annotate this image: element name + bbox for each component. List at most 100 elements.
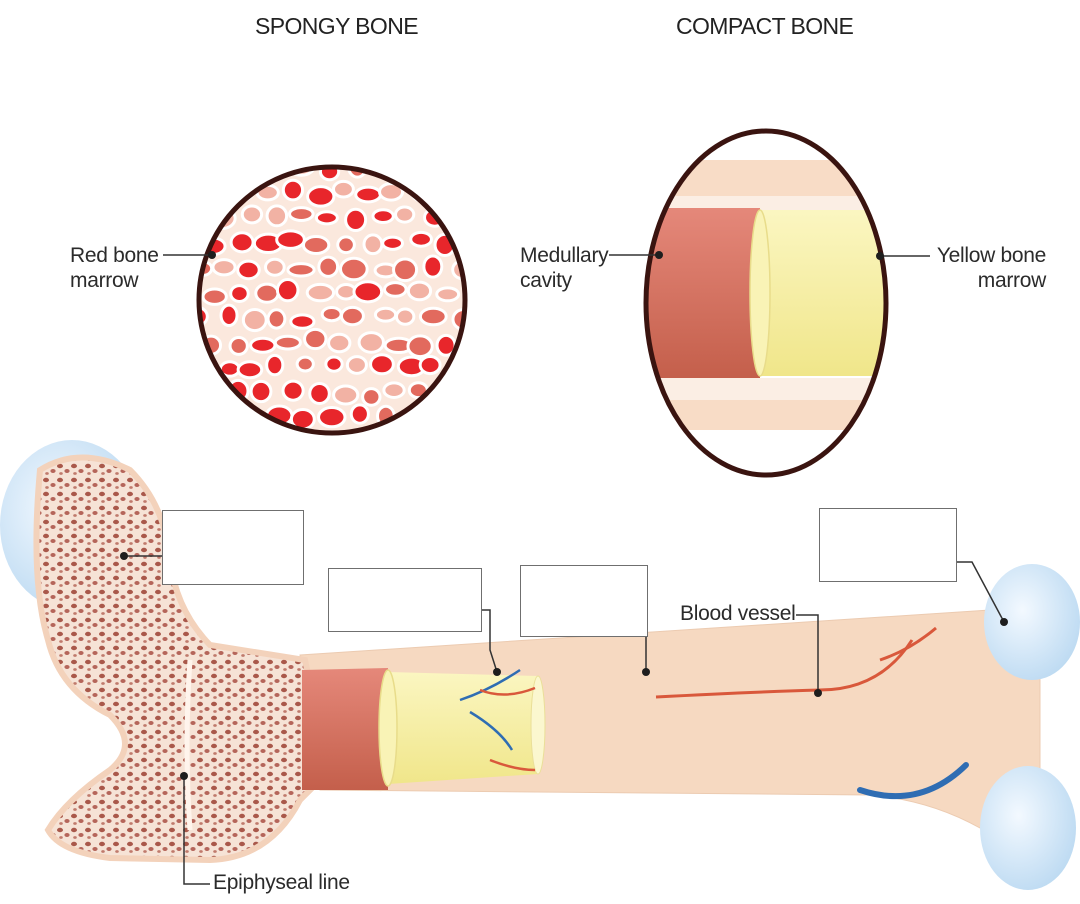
marrow-pocket <box>275 336 300 349</box>
marrow-pocket <box>256 284 278 302</box>
marrow-pocket <box>375 308 395 321</box>
marrow-pocket <box>334 386 358 404</box>
red-bone-marrow-label: Red bone marrow <box>70 243 159 293</box>
marrow-pocket <box>319 257 338 276</box>
marrow-pocket <box>238 362 262 378</box>
marrow-pocket <box>184 408 210 430</box>
marrow-pocket <box>351 405 368 423</box>
marrow-pocket <box>333 181 353 197</box>
marrow-pocket <box>397 309 414 324</box>
marrow-pocket <box>371 355 394 374</box>
marrow-pocket <box>341 258 368 279</box>
marrow-pocket <box>297 357 313 371</box>
marrow-pocket <box>203 289 226 304</box>
marrow-pocket <box>277 280 298 301</box>
blood-vessel-label: Blood vessel <box>680 601 795 626</box>
blank-label-box-compact-bone[interactable] <box>520 565 648 637</box>
marrow-pocket <box>359 333 383 353</box>
medullary-cavity-label-line1: Medullary <box>520 243 608 268</box>
marrow-pocket <box>290 208 313 221</box>
marrow-pocket <box>394 259 417 281</box>
marrow-pocket <box>231 286 248 302</box>
marrow-pocket <box>189 214 207 226</box>
red-bone-marrow-label-line2: marrow <box>70 268 159 293</box>
marrow-pocket <box>338 237 355 253</box>
red-bone-marrow-label-line1: Red bone <box>70 243 159 268</box>
marrow-pocket <box>463 238 481 253</box>
marrow-pocket <box>310 383 330 403</box>
blank-label-box-articular-cartilage[interactable] <box>819 508 957 582</box>
marrow-pocket <box>347 357 366 374</box>
spongy-bone-title: SPONGY BONE <box>255 14 418 39</box>
marrow-pocket <box>326 357 342 371</box>
marrow-pocket <box>431 188 458 203</box>
marrow-pocket <box>341 307 363 324</box>
marrow-pocket <box>268 310 285 328</box>
marrow-pocket <box>243 309 266 330</box>
marrow-pocket <box>238 261 259 279</box>
marrow-pocket <box>251 338 275 352</box>
medullary-cavity-label: Medullary cavity <box>520 243 608 293</box>
marrow-pocket <box>316 212 337 224</box>
marrow-pocket <box>420 357 440 374</box>
blank-label-box-medullary-cavity[interactable] <box>328 568 482 632</box>
marrow-pocket <box>458 185 482 204</box>
marrow-pocket <box>373 210 393 223</box>
blank-label-box-spongy-bone[interactable] <box>162 510 304 585</box>
marrow-pocket <box>308 187 334 206</box>
marrow-pocket <box>322 307 341 320</box>
marrow-pocket <box>383 237 403 249</box>
marrow-pocket <box>364 235 382 254</box>
marrow-pocket <box>319 408 345 427</box>
marrow-pocket <box>267 206 287 226</box>
marrow-pocket <box>201 384 221 404</box>
marrow-pocket <box>448 412 472 425</box>
marrow-pocket <box>188 358 210 372</box>
marrow-pocket <box>199 180 220 199</box>
marrow-pocket <box>267 355 283 374</box>
marrow-pocket <box>305 329 326 348</box>
marrow-pocket <box>221 305 237 325</box>
marrow-pocket <box>231 233 253 252</box>
marrow-pocket <box>411 232 432 246</box>
marrow-pocket <box>453 162 471 176</box>
marrow-pocket <box>265 259 284 275</box>
marrow-pocket <box>418 405 444 425</box>
marrow-pocket <box>217 409 235 430</box>
marrow-pocket <box>230 337 247 354</box>
marrow-pocket <box>424 256 442 277</box>
marrow-pocket <box>408 282 430 300</box>
marrow-pocket <box>329 334 350 351</box>
marrow-pocket <box>303 236 328 253</box>
yellow-bone-marrow-label-line2: marrow <box>930 268 1046 293</box>
marrow-pocket <box>277 231 305 249</box>
compact-bone-magnified-view <box>620 131 920 475</box>
marrow-pocket <box>307 284 333 300</box>
epiphyseal-line-label: Epiphyseal line <box>213 870 350 895</box>
medullary-cavity-label-line2: cavity <box>520 268 608 293</box>
marrow-pocket <box>452 207 469 228</box>
marrow-pocket <box>288 264 314 276</box>
marrow-pocket <box>437 288 459 301</box>
marrow-pocket <box>191 161 208 175</box>
marrow-pocket <box>384 383 404 398</box>
yellow-bone-marrow-label: Yellow bone marrow <box>930 243 1046 293</box>
marrow-pocket <box>408 336 432 357</box>
marrow-pocket <box>186 307 207 326</box>
marrow-pocket <box>363 389 380 406</box>
marrow-pocket <box>213 260 235 275</box>
marrow-pocket <box>213 156 240 174</box>
yellow-bone-marrow-label-line1: Yellow bone <box>930 243 1046 268</box>
marrow-pocket <box>242 411 259 424</box>
marrow-pocket <box>283 381 303 400</box>
marrow-pocket <box>459 382 482 397</box>
marrow-pocket <box>385 283 407 297</box>
marrow-pocket <box>398 156 415 177</box>
marrow-pocket <box>428 159 447 177</box>
marrow-pocket <box>283 180 302 200</box>
marrow-pocket <box>238 164 262 177</box>
spongy-bone-magnified-view <box>184 154 486 433</box>
marrow-pocket <box>251 381 271 401</box>
marrow-pocket <box>396 207 414 222</box>
